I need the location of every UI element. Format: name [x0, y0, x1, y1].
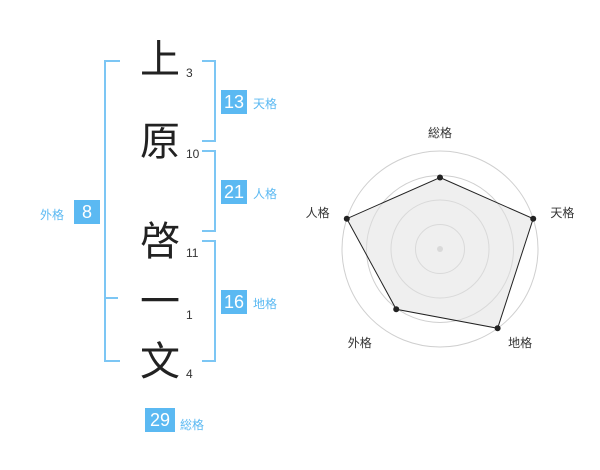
name-char-2: 原 [140, 119, 180, 165]
jinkaku-value: 21 [221, 180, 247, 204]
jinkaku-bracket [202, 150, 216, 232]
stroke-count-1: 3 [186, 66, 193, 80]
name-char-4: 一 [140, 279, 180, 325]
chikaku-bracket [202, 240, 216, 362]
radar-ring-4 [341, 150, 539, 348]
tenkaku-label: 天格 [253, 97, 278, 111]
radar-points [343, 174, 537, 332]
radar-axis-label-1: 天格 [550, 205, 574, 220]
tenkaku-bracket [202, 60, 216, 142]
radar-point-3 [393, 306, 400, 313]
radar-point-4 [343, 215, 350, 222]
soukaku-label: 総格 [180, 418, 205, 432]
gaikaku-value: 8 [74, 200, 100, 224]
soukaku-value: 29 [145, 408, 175, 432]
chikaku-value: 16 [221, 290, 247, 314]
gaikaku-bracket [104, 60, 120, 362]
name-char-1: 上 [140, 37, 180, 83]
gaikaku-bracket-divider [104, 297, 118, 299]
radar-point-2 [494, 325, 501, 332]
radar-axis-label-3: 外格 [348, 335, 372, 350]
chikaku-label: 地格 [253, 297, 278, 311]
stroke-count-2: 10 [186, 147, 200, 161]
radar-polygon [346, 176, 534, 329]
stroke-count-5: 4 [186, 367, 193, 381]
tenkaku-value: 13 [221, 90, 247, 114]
radar-axis-label-2: 地格 [508, 335, 532, 350]
radar-axis-label-0: 総格 [428, 125, 452, 140]
name-char-3: 啓 [140, 219, 180, 265]
radar-point-0 [437, 174, 443, 181]
gaikaku-label: 外格 [40, 208, 65, 222]
jinkaku-label: 人格 [253, 187, 278, 201]
radar-axis-label-4: 人格 [306, 205, 330, 220]
stroke-count-4: 1 [186, 308, 193, 322]
name-char-5: 文 [140, 339, 180, 385]
radar-point-1 [530, 215, 537, 222]
stroke-count-3: 11 [186, 246, 199, 260]
